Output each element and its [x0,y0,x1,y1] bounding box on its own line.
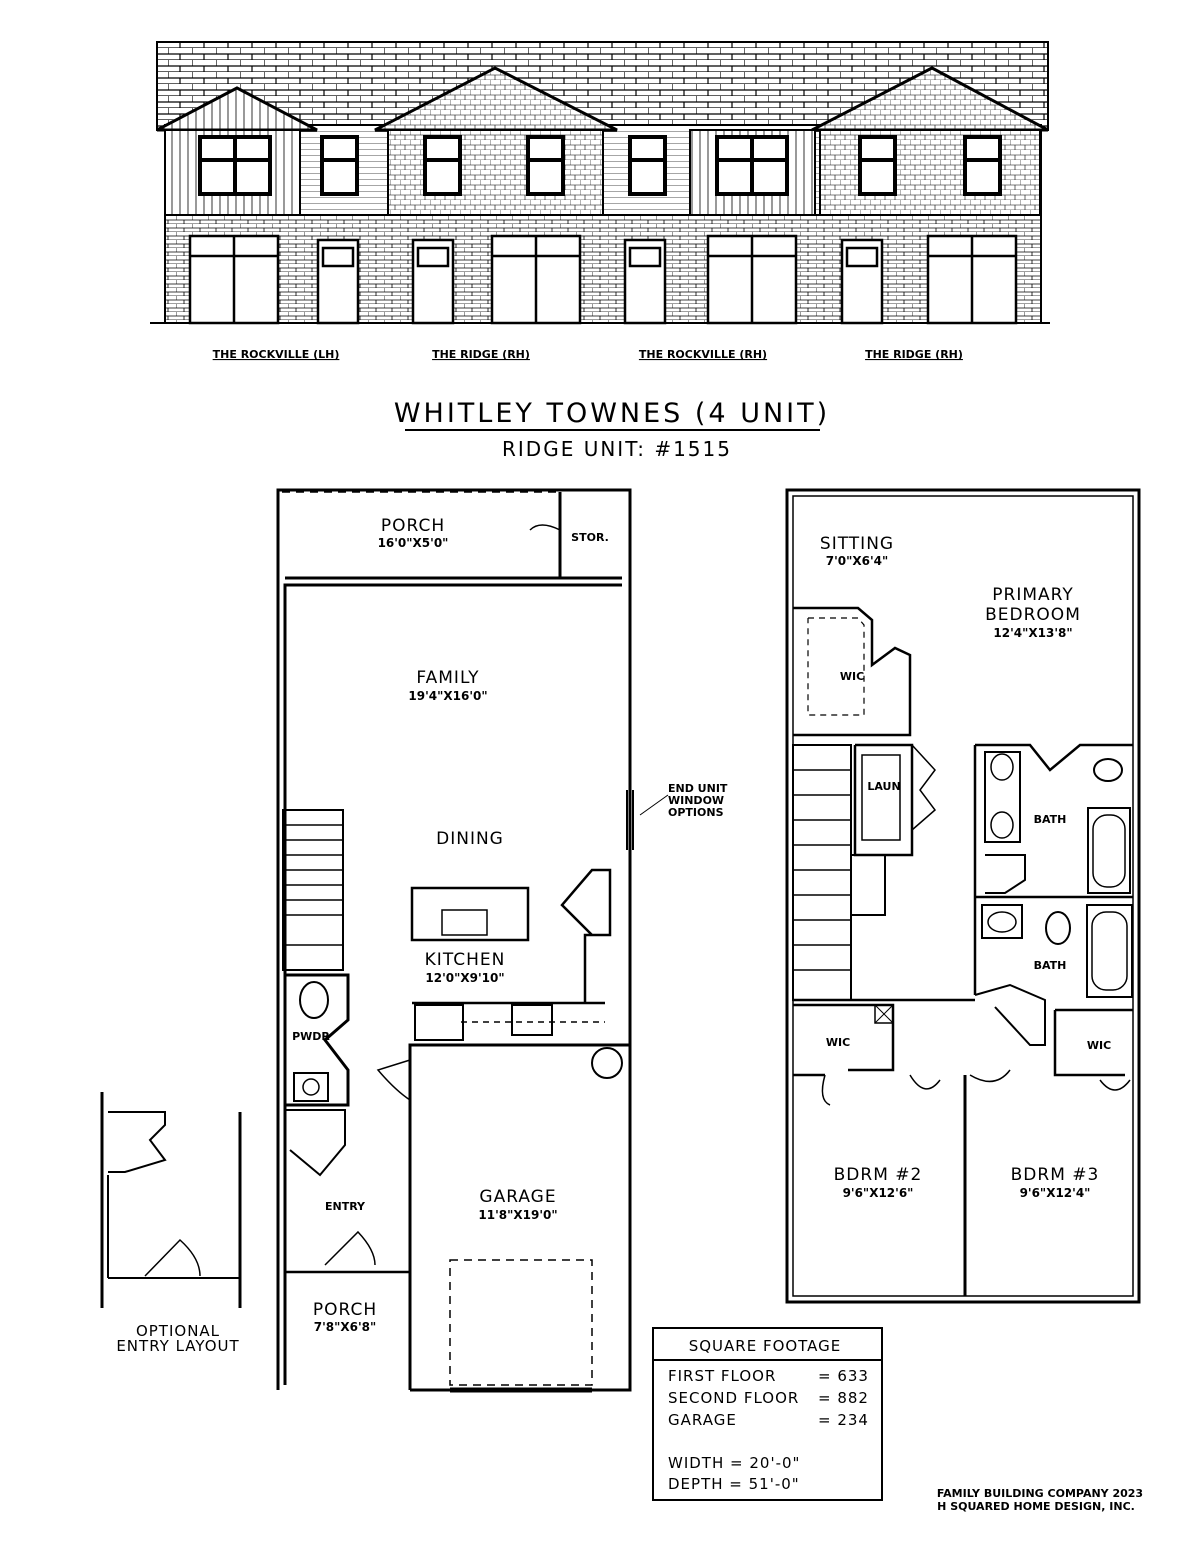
primary-bath-label: BATH [1034,813,1067,826]
front-elevation [150,41,1050,325]
sqft-second-floor-label: SECOND FLOOR [668,1389,799,1407]
end-unit-note-2: WINDOW [668,794,724,807]
optional-entry-drawing [100,1092,242,1308]
sqft-garage-value: = 234 [818,1411,869,1429]
entry-label: ENTRY [325,1200,366,1213]
kitchen-label: KITCHEN [425,950,506,970]
stor-label: STOR. [571,531,609,544]
porch-front-dim: 7'8"X6'8" [314,1320,377,1334]
square-footage-box: SQUARE FOOTAGE FIRST FLOOR = 633 SECOND … [652,1327,883,1501]
upper-windows [198,135,1002,196]
sqft-second-floor-value: = 882 [818,1389,869,1407]
end-unit-note-3: OPTIONS [668,806,724,819]
garage-doors [188,234,1018,325]
plan-title: WHITLEY TOWNES (4 UNIT) [394,398,830,429]
bdrm2-dim: 9'6"X12'6" [843,1186,914,1200]
dining-label: DINING [436,829,504,849]
garage-dim: 11'8"X19'0" [478,1208,557,1222]
sitting-dim: 7'0"X6'4" [826,554,889,568]
plan-subtitle: RIDGE UNIT: #1515 [502,437,732,461]
bdrm2-wic-label: WIC [826,1036,850,1049]
pwdr-label: PWDR [292,1030,330,1043]
family-label: FAMILY [416,668,479,688]
porch-rear-dim: 16'0"X5'0" [378,536,449,550]
primary-wic-label: WIC [840,670,864,683]
bdrm2-label: BDRM #2 [834,1165,923,1185]
first-floor-plan [276,488,669,1393]
sqft-heading: SQUARE FOOTAGE [689,1337,842,1355]
optional-entry-caption-2: ENTRY LAYOUT [116,1337,239,1355]
porch-front-label: PORCH [313,1300,377,1320]
porch-rear-label: PORCH [381,516,445,536]
elevation-label-4: THE RIDGE (RH) [865,348,963,361]
sqft-first-floor-label: FIRST FLOOR [668,1367,776,1385]
optional-entry-caption-1: OPTIONAL [136,1322,220,1340]
sqft-first-floor-value: = 633 [818,1367,869,1385]
elevation-label-1: THE ROCKVILLE (LH) [213,348,340,361]
sqft-width: WIDTH = 20'-0" [668,1454,800,1472]
hall-bath-label: BATH [1034,959,1067,972]
bdrm3-dim: 9'6"X12'4" [1020,1186,1091,1200]
second-floor-plan [785,488,1141,1304]
credit-line-1: FAMILY BUILDING COMPANY 2023 [937,1487,1143,1500]
sqft-garage-label: GARAGE [668,1411,737,1429]
primary-bedroom-label-1: PRIMARY [992,585,1073,605]
elevation-label-3: THE ROCKVILLE (RH) [639,348,767,361]
lower-facade-brick [164,214,1042,324]
garage-label: GARAGE [479,1187,556,1207]
primary-bedroom-dim: 12'4"X13'8" [993,626,1072,640]
credit-line-2: H SQUARED HOME DESIGN, INC. [937,1500,1135,1513]
elevation-label-2: THE RIDGE (RH) [432,348,530,361]
sqft-depth: DEPTH = 51'-0" [668,1475,800,1493]
bdrm3-label: BDRM #3 [1011,1165,1100,1185]
primary-bedroom-label-2: BEDROOM [985,605,1081,625]
sitting-label: SITTING [820,534,894,554]
bdrm3-wic-label: WIC [1087,1039,1111,1052]
family-dim: 19'4"X16'0" [408,689,487,703]
laundry-label: LAUN [867,780,900,793]
kitchen-dim: 12'0"X9'10" [425,971,504,985]
end-unit-note-1: END UNIT [668,782,728,795]
